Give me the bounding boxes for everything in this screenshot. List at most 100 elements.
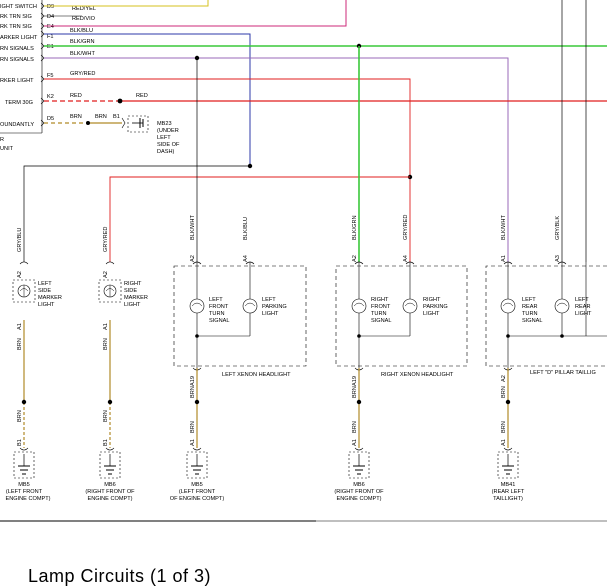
ground-mb6-left: MB6 (RIGHT FRONT OF ENGINE COMPT) bbox=[85, 447, 135, 502]
pin-label: A2 bbox=[352, 255, 358, 262]
component-label: PARKING bbox=[423, 304, 448, 310]
vertical-drops bbox=[23, 46, 410, 262]
mb23-label: MB23 bbox=[157, 121, 172, 127]
row-label: RK TRN SIG bbox=[0, 24, 32, 30]
wire-label: BLK/WHT bbox=[501, 215, 507, 240]
wire-label: BLK/BLU bbox=[70, 28, 93, 34]
pin-label: B1 bbox=[113, 114, 120, 120]
ground-mb41: MB41 (REAR LEFT TAILLIGHT) bbox=[492, 447, 525, 502]
wire-label: BLK/GRN bbox=[352, 215, 358, 240]
ground-label: MB6 bbox=[353, 482, 365, 488]
pin-label: B1 bbox=[103, 439, 109, 446]
component-label: REAR bbox=[575, 304, 591, 310]
wire-label: GRY/RED bbox=[403, 215, 409, 240]
ground-label: MB41 bbox=[501, 482, 516, 488]
component-title: LEFT "D" PILLAR TAILLIG bbox=[530, 370, 596, 376]
wire-label-red: RED bbox=[136, 93, 148, 99]
component-label: SIDE bbox=[38, 288, 51, 294]
component-label: LEFT bbox=[522, 297, 536, 303]
wire-label-brn: BRN bbox=[95, 114, 107, 120]
splice-dots bbox=[86, 43, 413, 180]
wire-label: BRN bbox=[17, 338, 23, 350]
ecu-panel: R UNIT IGHT SWITCH RK TRN SIG RK TRN SIG… bbox=[0, 0, 148, 152]
row-label: RK TRN SIG bbox=[0, 14, 32, 20]
ground-label: OF ENGINE COMPT) bbox=[170, 496, 225, 502]
pin-label: A2 bbox=[190, 255, 196, 262]
right-side-marker-light: A2 A1 RIGHT SIDE MARKER LIGHT bbox=[98, 261, 148, 330]
wire-label: BRN bbox=[190, 421, 196, 433]
row-label: RKER LIGHT bbox=[0, 78, 34, 84]
ground-label: ENGINE COMPT) bbox=[87, 496, 132, 502]
pin-label: F1 bbox=[47, 34, 54, 40]
wire-label: GRY/BLK bbox=[555, 216, 561, 240]
component-label: FRONT bbox=[209, 304, 229, 310]
mb23-label: (UNDER bbox=[157, 128, 179, 134]
component-title: LEFT XENON HEADLIGHT bbox=[222, 372, 291, 378]
ground-label: TAILLIGHT) bbox=[493, 496, 523, 502]
mb23-label: SIDE OF bbox=[157, 142, 180, 148]
pin-label: F5 bbox=[47, 73, 54, 79]
pin-label: A2 bbox=[103, 271, 109, 278]
ground-drops: BRN BRN BRN BRN BRN BRN BRN BRN BRN BRN … bbox=[17, 320, 511, 448]
component-label: LIGHT bbox=[262, 311, 279, 317]
wire-label: BRN bbox=[17, 410, 23, 422]
wire-label: BRN bbox=[352, 421, 358, 433]
component-label: SIGNAL bbox=[522, 318, 543, 324]
mb23-label: DASH) bbox=[157, 149, 175, 155]
pin-label: D9 bbox=[47, 4, 54, 10]
component-label: RIGHT bbox=[423, 297, 441, 303]
wire-label: BLK/BLU bbox=[243, 217, 249, 240]
pin-label: A1 bbox=[352, 439, 358, 446]
component-label: LIGHT bbox=[423, 311, 440, 317]
wire-label: RED bbox=[70, 93, 82, 99]
left-d-pillar-taillight: A1 A3 LEFT REAR TURN SIGNAL LEFT REAR LI… bbox=[485, 255, 607, 382]
wire-label: BLK/WHT bbox=[70, 51, 95, 57]
mb23-label: LEFT bbox=[157, 135, 171, 141]
ground-label: MB6 bbox=[104, 482, 116, 488]
ground-label: MB5 bbox=[18, 482, 30, 488]
wire-label: BRN bbox=[103, 338, 109, 350]
left-xenon-headlight: A2 A4 LEFT FRONT TURN SIGNAL LEFT PARKIN… bbox=[173, 255, 307, 386]
wire-label: BLK/WHT bbox=[190, 215, 196, 240]
component-label: MARKER bbox=[124, 295, 148, 301]
right-xenon-headlight: A2 A4 RIGHT FRONT TURN SIGNAL RIGHT PARK… bbox=[335, 255, 468, 386]
ground-label: (RIGHT FRONT OF bbox=[85, 489, 135, 495]
component-label: SIDE bbox=[124, 288, 137, 294]
component-label: TURN bbox=[371, 311, 387, 317]
harness-wires bbox=[44, 0, 607, 262]
pin-label: A1 bbox=[103, 323, 109, 330]
pin-label: A19 bbox=[190, 376, 196, 386]
ground-label: (RIGHT FRONT OF bbox=[334, 489, 384, 495]
pin-label: A3 bbox=[555, 255, 561, 262]
ground-label: (LEFT FRONT bbox=[179, 489, 216, 495]
pin-label: E1 bbox=[47, 44, 54, 50]
row-label: ARKER LIGHT bbox=[0, 35, 38, 41]
wire-label: GRY/RED bbox=[70, 71, 95, 77]
component-label: PARKING bbox=[262, 304, 287, 310]
component-label: REAR bbox=[522, 304, 538, 310]
pin-label: A1 bbox=[17, 323, 23, 330]
component-label: LIGHT bbox=[575, 311, 592, 317]
component-label: LEFT bbox=[262, 297, 276, 303]
pin-label: A19 bbox=[352, 376, 358, 386]
wire-label: BLK/GRN bbox=[70, 39, 95, 45]
row-label: OUNDANTLY bbox=[0, 122, 34, 128]
pin-label: D5 bbox=[47, 116, 54, 122]
component-title: RIGHT XENON HEADLIGHT bbox=[381, 372, 454, 378]
component-label: LIGHT bbox=[38, 302, 55, 308]
component-label: FRONT bbox=[371, 304, 391, 310]
vertical-wire-labels: GRY/BLU GRY/RED BLK/WHT BLK/BLU BLK/GRN … bbox=[17, 215, 561, 252]
wire-label: BRN bbox=[501, 421, 507, 433]
wire-label: BRN bbox=[352, 386, 358, 398]
component-label: MARKER bbox=[38, 295, 62, 301]
pin-label: E4 bbox=[47, 24, 54, 30]
panel-fragment: R bbox=[0, 137, 4, 143]
pin-label: B1 bbox=[17, 439, 23, 446]
pin-label: A4 bbox=[243, 255, 249, 262]
ground-label: (REAR LEFT bbox=[492, 489, 525, 495]
wire-label: BRN bbox=[190, 386, 196, 398]
ground-mb6-right: MB6 (RIGHT FRONT OF ENGINE COMPT) bbox=[334, 447, 384, 502]
wire-label: BRN bbox=[501, 386, 507, 398]
component-label: LEFT bbox=[209, 297, 223, 303]
ground-mb5-center: MB5 (LEFT FRONT OF ENGINE COMPT) bbox=[170, 447, 225, 502]
